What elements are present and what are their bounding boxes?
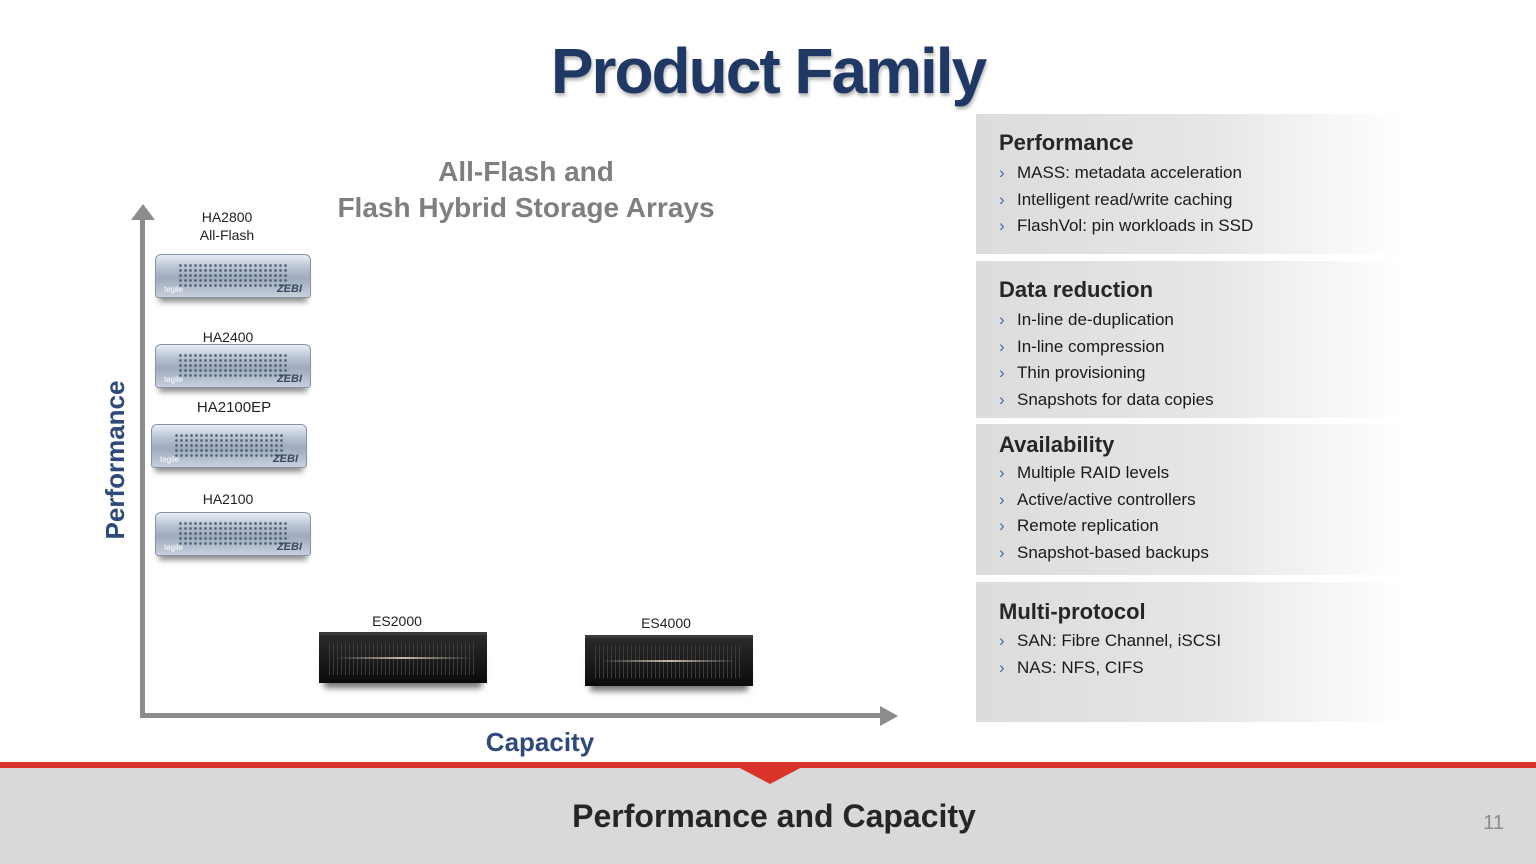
footer-red-line	[0, 762, 1536, 768]
product-subname: All-Flash	[199, 227, 255, 243]
server-brand: tegile	[164, 543, 184, 552]
y-axis	[140, 216, 145, 718]
y-axis-label: Performance	[100, 380, 130, 540]
chevron-right-icon: ›	[999, 463, 1005, 482]
server-grill	[178, 521, 288, 545]
chevron-right-icon: ›	[999, 363, 1005, 382]
page-number: 11	[1483, 812, 1504, 834]
footer-title: Performance and Capacity	[572, 798, 976, 834]
server-grill	[178, 263, 288, 287]
server-brand: tegile	[160, 455, 180, 464]
chevron-right-icon: ›	[999, 163, 1005, 182]
chevron-right-icon: ›	[999, 336, 1005, 356]
server-logo: ZEBI	[272, 453, 298, 465]
product-name: HA2800	[201, 209, 253, 225]
footer-band	[0, 768, 1536, 864]
server-unit-ha2100ep: tegile ZEBI	[151, 424, 307, 468]
jbod-unit-es2000	[319, 632, 487, 683]
led-stripe	[335, 657, 471, 659]
chevron-right-icon: ›	[999, 542, 1005, 562]
server-logo: ZEBI	[276, 541, 302, 553]
feature-item: ›In-line de-duplication	[999, 310, 1174, 329]
chevron-right-icon: ›	[999, 516, 1005, 535]
feature-item: ›Thin provisioning	[999, 363, 1146, 382]
feature-panel-data-reduction: Data reduction ›In-line de-duplication ›…	[976, 261, 1402, 418]
feature-item: ›Remote replication	[999, 516, 1159, 535]
diagram-heading-line1: All-Flash and	[438, 156, 614, 187]
feature-item: ›In-line compression	[999, 336, 1165, 356]
feature-item: ›FlashVol: pin workloads in SSD	[999, 216, 1254, 235]
x-axis-label: Capacity	[485, 727, 595, 757]
feature-list: ›In-line de-duplication ›In-line compres…	[999, 309, 1214, 415]
led-stripe	[601, 660, 737, 662]
feature-panel-multi-protocol: Multi-protocol ›SAN: Fibre Channel, iSCS…	[976, 582, 1402, 722]
chevron-right-icon: ›	[999, 657, 1005, 677]
server-brand: tegile	[164, 375, 184, 384]
product-label-es4000: ES4000	[641, 615, 691, 631]
server-grill	[178, 353, 288, 377]
feature-item: ›SAN: Fibre Channel, iSCSI	[999, 631, 1222, 650]
product-label-ha2400: HA2400	[202, 329, 254, 345]
server-unit-ha2800: tegile ZEBI	[155, 254, 311, 298]
feature-heading: Performance	[999, 130, 1134, 155]
server-unit-ha2100: tegile ZEBI	[155, 512, 311, 556]
product-label-ha2800: HA2800 All-Flash	[147, 208, 307, 244]
feature-item: ›Multiple RAID levels	[999, 463, 1170, 482]
feature-item: ›Snapshot-based backups	[999, 542, 1209, 562]
diagram-heading-line2: Flash Hybrid Storage Arrays	[337, 192, 715, 223]
feature-panel-performance: Performance ›MASS: metadata acceleration…	[976, 114, 1402, 254]
feature-list: ›MASS: metadata acceleration ›Intelligen…	[999, 162, 1253, 242]
feature-list: ›SAN: Fibre Channel, iSCSI ›NAS: NFS, CI…	[999, 630, 1221, 683]
chevron-right-icon: ›	[999, 489, 1005, 509]
chevron-right-icon: ›	[999, 310, 1005, 329]
feature-item: ›MASS: metadata acceleration	[999, 163, 1242, 182]
feature-item: ›Intelligent read/write caching	[999, 189, 1233, 209]
server-logo: ZEBI	[276, 283, 302, 295]
x-axis	[140, 713, 882, 718]
feature-item: ›Snapshots for data copies	[999, 389, 1214, 409]
feature-heading: Multi-protocol	[999, 599, 1146, 624]
feature-heading: Data reduction	[999, 277, 1154, 302]
feature-panel-availability: Availability ›Multiple RAID levels ›Acti…	[976, 424, 1402, 575]
diagram-heading: All-Flash and Flash Hybrid Storage Array…	[302, 154, 750, 226]
drive-bays	[329, 643, 477, 675]
y-axis-arrow-icon	[131, 204, 155, 220]
chevron-right-icon: ›	[999, 389, 1005, 409]
product-label-ha2100ep: HA2100EP	[196, 399, 272, 416]
server-logo: ZEBI	[276, 373, 302, 385]
product-label-ha2100: HA2100	[202, 491, 254, 507]
drive-bays	[595, 646, 743, 678]
x-axis-arrow-icon	[880, 706, 898, 726]
feature-heading: Availability	[999, 432, 1115, 457]
chevron-right-icon: ›	[999, 216, 1005, 235]
footer-notch-icon	[736, 766, 804, 784]
feature-item: ›NAS: NFS, CIFS	[999, 657, 1144, 677]
chevron-right-icon: ›	[999, 189, 1005, 209]
jbod-unit-es4000	[585, 635, 753, 686]
server-unit-ha2400: tegile ZEBI	[155, 344, 311, 388]
slide-title: Product Family	[550, 35, 987, 107]
feature-list: ›Multiple RAID levels ›Active/active con…	[999, 462, 1209, 568]
feature-item: ›Active/active controllers	[999, 489, 1196, 509]
chevron-right-icon: ›	[999, 631, 1005, 650]
server-grill	[174, 433, 284, 457]
product-label-es2000: ES2000	[372, 613, 422, 629]
server-brand: tegile	[164, 285, 184, 294]
